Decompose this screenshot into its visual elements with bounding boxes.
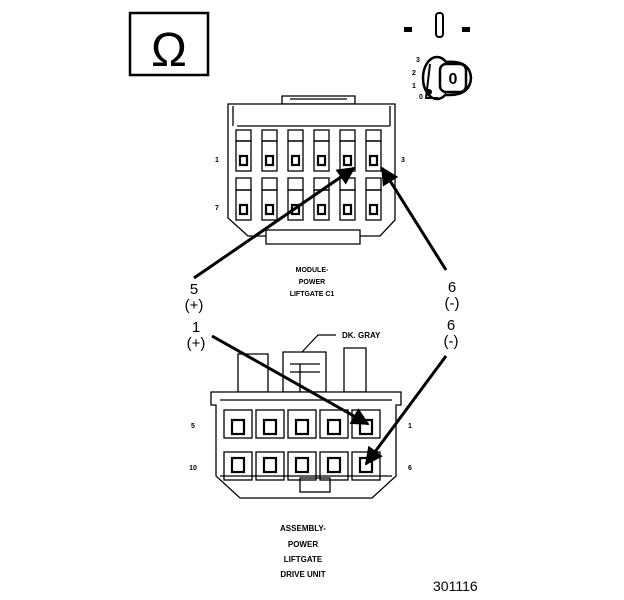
svg-text:LIFTGATE: LIFTGATE — [284, 555, 323, 564]
bottom-connector-label: ASSEMBLY- POWER LIFTGATE DRIVE UNIT — [280, 524, 326, 579]
key-cylinder-icon — [421, 55, 473, 101]
top-connector-pin-1: 1 — [215, 157, 219, 164]
svg-text:LIFTGATE C1: LIFTGATE C1 — [290, 291, 335, 298]
bottom-connector-pin-1: 1 — [408, 423, 412, 430]
switch-position-0: 0 — [419, 94, 423, 101]
bottom-connector-pin-5: 5 — [191, 423, 195, 430]
svg-text:ASSEMBLY-: ASSEMBLY- — [280, 524, 326, 533]
connector-bottom — [210, 347, 402, 499]
probe-leads — [193, 166, 448, 466]
switch-position-1: 1 — [412, 83, 416, 90]
ignition-switch: 0 3 2 1 0 — [404, 12, 473, 101]
svg-text:POWER: POWER — [288, 540, 318, 549]
switch-position-2: 2 — [412, 70, 416, 77]
probe-label-6-pin-top: 6 — [448, 279, 456, 296]
probe-label-1-polarity: (+) — [187, 335, 206, 352]
switch-position-3: 3 — [416, 57, 420, 64]
probe-lead-pin-5 — [193, 166, 356, 280]
probe-label-5-pin: 5 — [190, 281, 198, 298]
probe-lead-pin-6-top — [380, 166, 448, 271]
svg-text:POWER: POWER — [299, 279, 325, 286]
figure-number: 301116 — [433, 578, 478, 594]
probe-label-6-polarity-top: (-) — [445, 295, 460, 312]
ohm-icon: Ω — [151, 24, 187, 77]
bottom-connector-pin-10: 10 — [189, 465, 197, 472]
wire-color-label: DK. GRAY — [342, 331, 381, 340]
connector-top — [227, 95, 396, 245]
key-letter: 0 — [449, 71, 458, 88]
probe-lead-pin-6-bottom — [364, 355, 448, 466]
probe-label-6-pin-bottom: 6 — [447, 317, 455, 334]
wire-color-leader — [301, 334, 336, 353]
svg-text:MODULE-: MODULE- — [296, 267, 329, 274]
top-connector-label: MODULE- POWER LIFTGATE C1 — [290, 267, 335, 298]
probe-label-6-polarity-bottom: (-) — [444, 333, 459, 350]
top-connector-pin-7: 7 — [215, 205, 219, 212]
probe-label-1-pin: 1 — [192, 319, 200, 336]
bottom-connector-pin-6: 6 — [408, 465, 412, 472]
svg-text:DRIVE UNIT: DRIVE UNIT — [280, 570, 325, 579]
top-connector-pin-3: 3 — [401, 157, 405, 164]
probe-label-5-polarity: (+) — [185, 297, 204, 314]
ohm-symbol: Ω — [128, 11, 210, 77]
probe-lead-pin-1 — [211, 334, 370, 426]
